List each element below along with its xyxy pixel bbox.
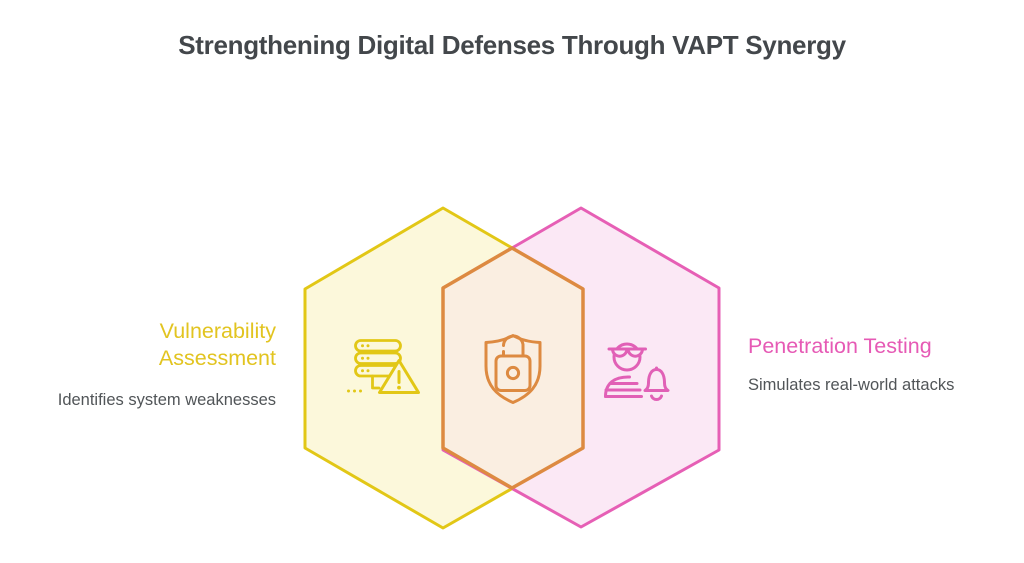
- server-alert-icon: [347, 339, 420, 394]
- vulnerability-assessment-description: Identifies system weaknesses: [57, 391, 276, 409]
- penetration-testing-block: Penetration Testing Simulates real-world…: [748, 333, 978, 397]
- hacker-bell-icon: [604, 342, 670, 401]
- vulnerability-assessment-block: Vulnerability Assessment Identifies syst…: [46, 318, 276, 412]
- shield-lock-icon: [484, 334, 542, 404]
- page-title: Strengthening Digital Defenses Through V…: [178, 30, 846, 60]
- penetration-testing-heading: Penetration Testing: [748, 334, 932, 358]
- penetration-testing-description: Simulates real-world attacks: [748, 376, 955, 394]
- vulnerability-assessment-heading: Vulnerability Assessment: [158, 319, 276, 370]
